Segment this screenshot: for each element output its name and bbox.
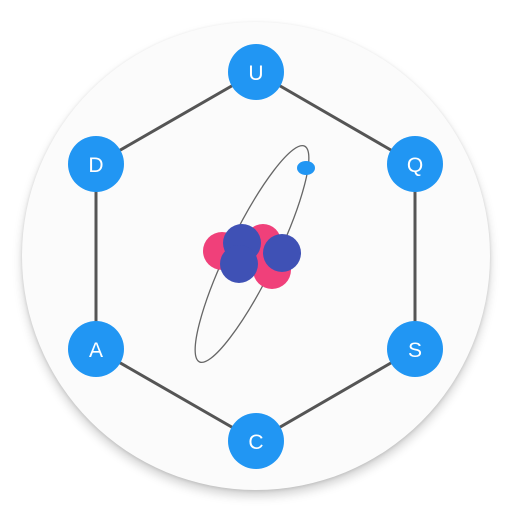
- hex-node-lower-right: S: [387, 321, 443, 377]
- node-label: S: [408, 339, 422, 362]
- node-circle: [68, 136, 124, 192]
- node-circle: [387, 136, 443, 192]
- node-circle: [228, 44, 284, 100]
- hex-node-top: U: [228, 44, 284, 100]
- electron-icon: [297, 161, 315, 175]
- hex-node-upper-right: Q: [387, 136, 443, 192]
- hex-node-bottom: C: [228, 413, 284, 469]
- node-label: A: [89, 339, 103, 362]
- neutron: [263, 234, 301, 272]
- node-label: C: [248, 431, 263, 454]
- node-circle: [387, 321, 443, 377]
- nucleus-icon: [203, 224, 301, 289]
- hex-node-lower-left: A: [68, 321, 124, 377]
- hex-node-upper-left: D: [68, 136, 124, 192]
- node-label: D: [88, 154, 103, 177]
- node-label: Q: [407, 154, 423, 177]
- node-label: U: [248, 62, 263, 85]
- atom-icon: [194, 144, 315, 364]
- node-circle: [68, 321, 124, 377]
- node-circle: [228, 413, 284, 469]
- neutron: [220, 245, 258, 283]
